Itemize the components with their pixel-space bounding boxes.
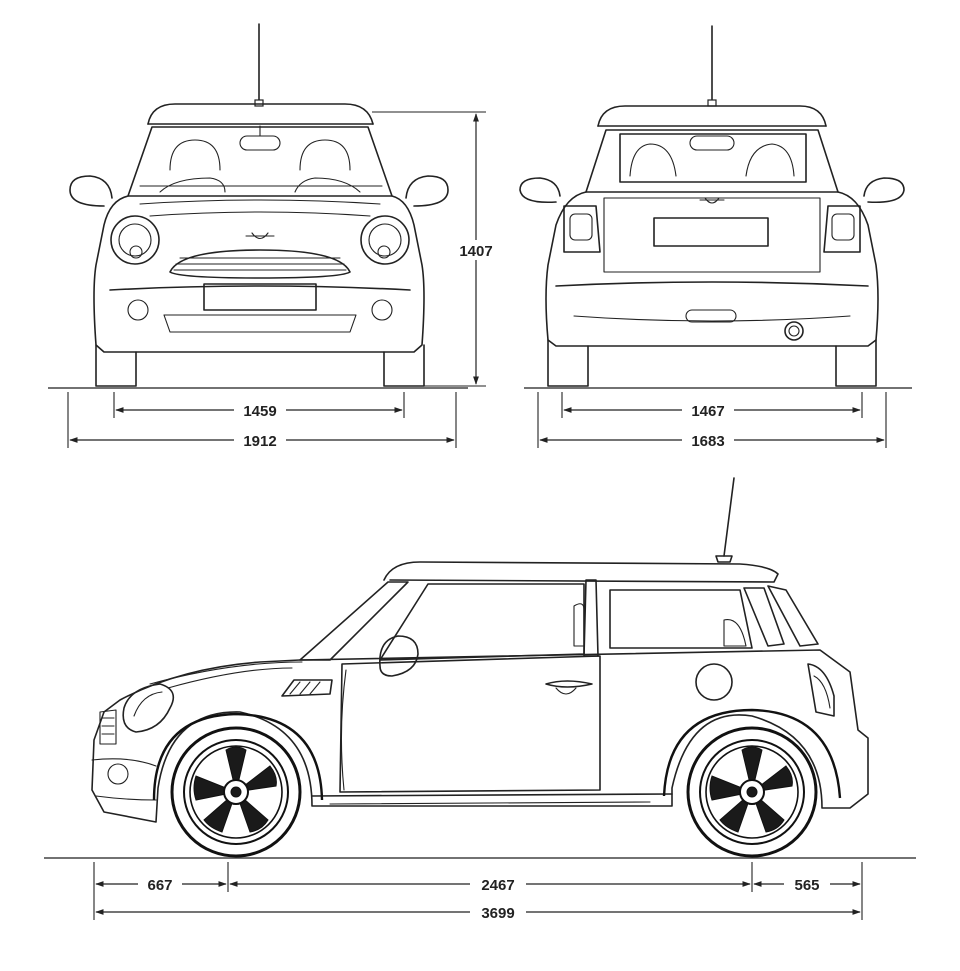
front-track-dimension: 1459 <box>243 403 276 420</box>
rear-track-dimension: 1467 <box>691 403 724 420</box>
side-view: 667 2467 565 3699 <box>44 477 916 922</box>
front-width-dimension: 1912 <box>243 433 276 450</box>
rear-overhang-dimension: 565 <box>794 877 819 894</box>
front-overhang-dimension: 667 <box>147 877 172 894</box>
front-view: 1407 1459 1912 <box>48 23 497 450</box>
front-wheel <box>170 726 302 858</box>
rear-view: 1467 1683 <box>519 25 912 450</box>
overall-length-dimension: 3699 <box>481 905 514 922</box>
rear-wheel <box>686 726 818 858</box>
height-dimension: 1407 <box>459 243 492 260</box>
rear-width-dimension: 1683 <box>691 433 724 450</box>
wheelbase-dimension: 2467 <box>481 877 514 894</box>
